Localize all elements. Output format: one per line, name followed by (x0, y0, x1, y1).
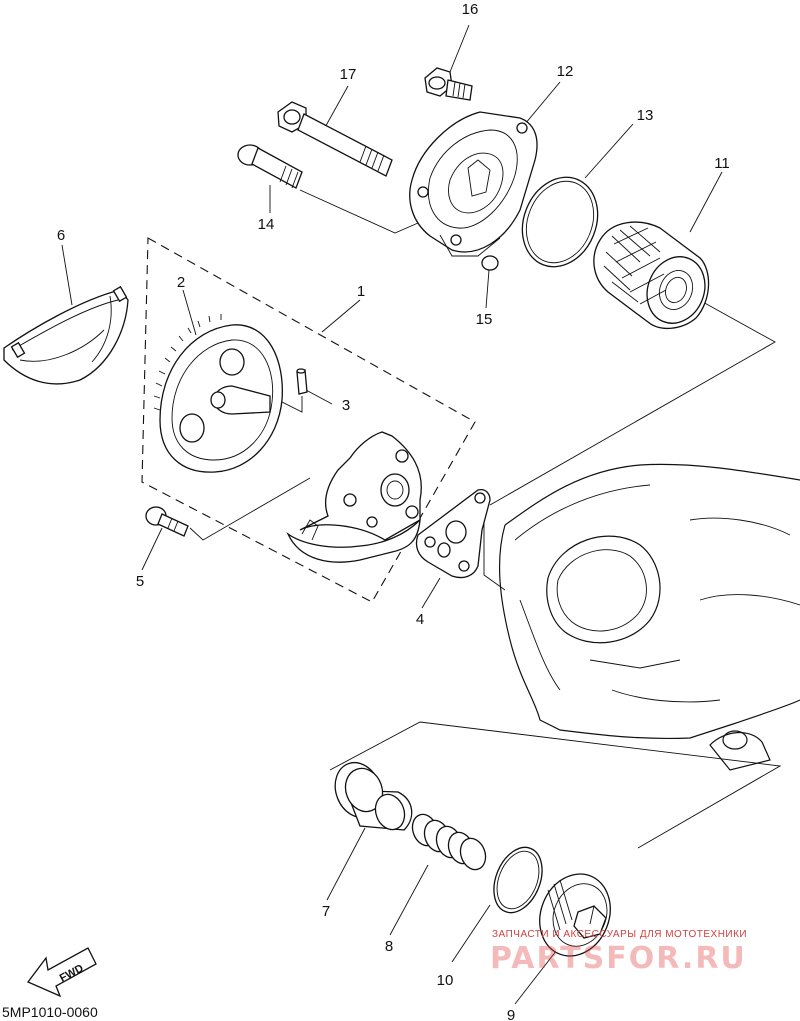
pump-gear-2 (153, 314, 283, 473)
callout-12: 12 (557, 63, 574, 80)
leader-lines (61, 24, 782, 1005)
screw-5 (145, 506, 189, 537)
callout-3: 3 (342, 397, 350, 414)
bolt-17 (277, 101, 393, 177)
callout-13: 13 (637, 107, 654, 124)
callout-16: 16 (462, 1, 479, 18)
spring-8 (411, 813, 487, 871)
bolt-14 (237, 144, 303, 189)
o-ring-10 (493, 846, 543, 914)
bolt-16 (424, 67, 473, 101)
oil-filter-11 (593, 221, 710, 329)
pump-housing (286, 431, 422, 563)
o-ring-13 (521, 176, 599, 268)
pin-3 (296, 368, 308, 395)
pump-assembly-boundary (141, 237, 476, 603)
callout-15: 15 (476, 311, 493, 328)
watermark-caption: ЗАПЧАСТИ И АКСЕССУАРЫ ДЛЯ МОТОТЕХНИКИ (492, 929, 747, 940)
callout-2: 2 (177, 274, 185, 291)
callout-labels: 16 17 12 13 11 14 6 2 1 3 15 5 4 7 8 10 … (57, 1, 730, 1021)
watermark: ЗАПЧАСТИ И АКСЕССУАРЫ ДЛЯ МОТОТЕХНИКИ PA… (490, 929, 747, 976)
callout-6: 6 (57, 227, 65, 244)
gasket-4 (415, 488, 491, 579)
callout-1: 1 (357, 283, 365, 300)
strainer-cover-6 (3, 285, 129, 385)
callout-4: 4 (416, 611, 424, 628)
drawing-code: 5MP1010-0060 (2, 1004, 98, 1020)
callout-9: 9 (507, 1007, 515, 1021)
crankcase-outline (498, 463, 800, 771)
callout-8: 8 (385, 938, 393, 955)
callout-7: 7 (322, 903, 330, 920)
oil-filter-cover-12 (409, 111, 538, 257)
fwd-arrow-icon: FWD (26, 947, 97, 998)
o-ring-15 (481, 255, 499, 271)
callout-17: 17 (340, 66, 357, 83)
callout-10: 10 (437, 972, 454, 989)
callout-5: 5 (136, 573, 144, 590)
callout-11: 11 (714, 155, 730, 172)
watermark-brand: PARTSFOR.RU (490, 941, 747, 976)
plug-9 (539, 873, 611, 957)
callout-14: 14 (258, 216, 275, 233)
strainer-7 (334, 761, 413, 831)
